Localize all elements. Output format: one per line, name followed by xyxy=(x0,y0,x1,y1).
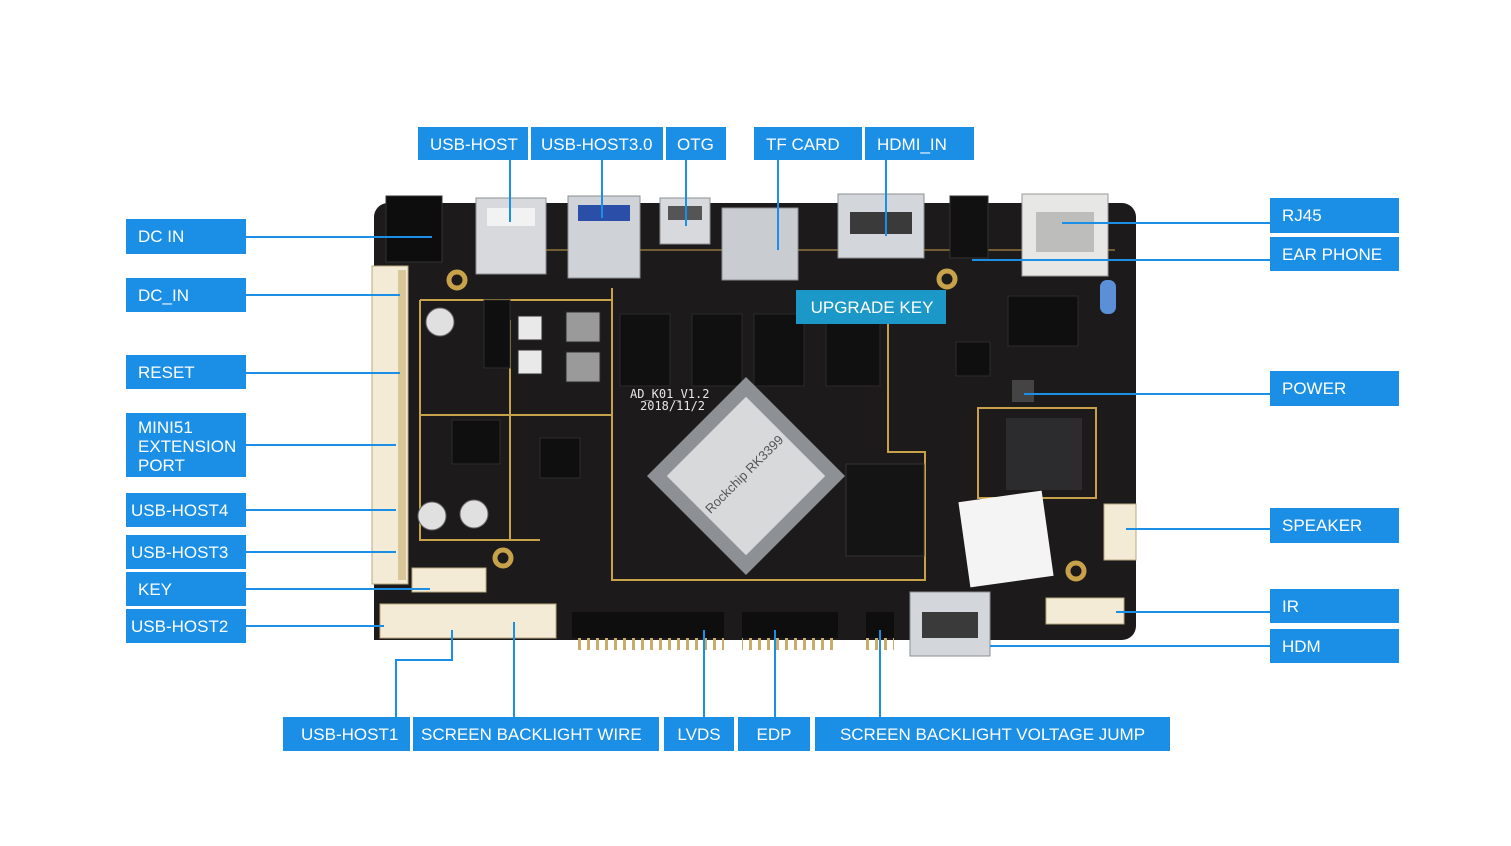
lvds-header xyxy=(572,612,724,638)
label-mini51-line3: PORT xyxy=(138,456,185,475)
ir-connector xyxy=(1045,597,1125,625)
label-key: KEY xyxy=(126,572,246,606)
capacitors xyxy=(417,307,489,531)
emmc-chip xyxy=(845,463,925,557)
dc-jack xyxy=(385,195,443,263)
label-mini51-line1: MINI51 xyxy=(138,418,193,437)
label-dc-in-header: DC_IN xyxy=(126,278,246,312)
leader-lines xyxy=(246,160,1270,718)
label-reset: RESET xyxy=(126,355,246,389)
label-lvds: LVDS xyxy=(664,717,734,751)
label-usb-host1: USB-HOST1 xyxy=(283,717,410,751)
label-usb-host3: USB-HOST3 xyxy=(126,535,246,569)
speaker-connector xyxy=(1103,503,1137,561)
tf-card-slot xyxy=(721,207,799,281)
label-usb-host: USB-HOST xyxy=(418,127,528,160)
label-screen-backlight-wire: SCREEN BACKLIGHT WIRE xyxy=(413,717,659,751)
label-usb-host4: USB-HOST4 xyxy=(126,493,246,527)
mounting-holes xyxy=(446,268,1087,582)
board-sticker xyxy=(958,490,1054,588)
earphone-jack xyxy=(949,195,989,259)
label-rj45: RJ45 xyxy=(1270,198,1399,233)
label-dc-in-jack: DC IN xyxy=(126,219,246,254)
label-usb-host2: USB-HOST2 xyxy=(126,609,246,643)
label-hdmi-in: HDMI_IN xyxy=(865,127,974,160)
power-button xyxy=(1012,380,1034,402)
label-ir: IR xyxy=(1270,589,1399,623)
label-upgrade-key: UPGRADE KEY xyxy=(796,290,946,324)
label-tf-card: TF CARD xyxy=(754,127,862,160)
silkscreen-model: AD_K01_V1.2 xyxy=(630,387,709,401)
wifi-module xyxy=(1006,418,1082,490)
label-otg: OTG xyxy=(666,127,726,160)
label-edp: EDP xyxy=(738,717,810,751)
bottom-left-connectors xyxy=(379,567,557,639)
label-mini51-extension-port: MINI51 EXTENSION PORT xyxy=(126,413,246,477)
ram-chips xyxy=(619,313,881,387)
label-screen-backlight-voltage-jump: SCREEN BACKLIGHT VOLTAGE JUMP xyxy=(815,717,1170,751)
silkscreen-date: 2018/11/2 xyxy=(640,399,705,413)
label-hdm: HDM xyxy=(1270,629,1399,663)
label-mini51-line2: EXTENSION xyxy=(138,437,237,456)
misc-components xyxy=(451,295,1079,479)
label-ear-phone: EAR PHONE xyxy=(1270,237,1399,271)
label-speaker: SPEAKER xyxy=(1270,508,1399,543)
label-usb-host3-0: USB-HOST3.0 xyxy=(531,127,663,160)
edp-header xyxy=(742,612,838,638)
label-power: POWER xyxy=(1270,371,1399,406)
